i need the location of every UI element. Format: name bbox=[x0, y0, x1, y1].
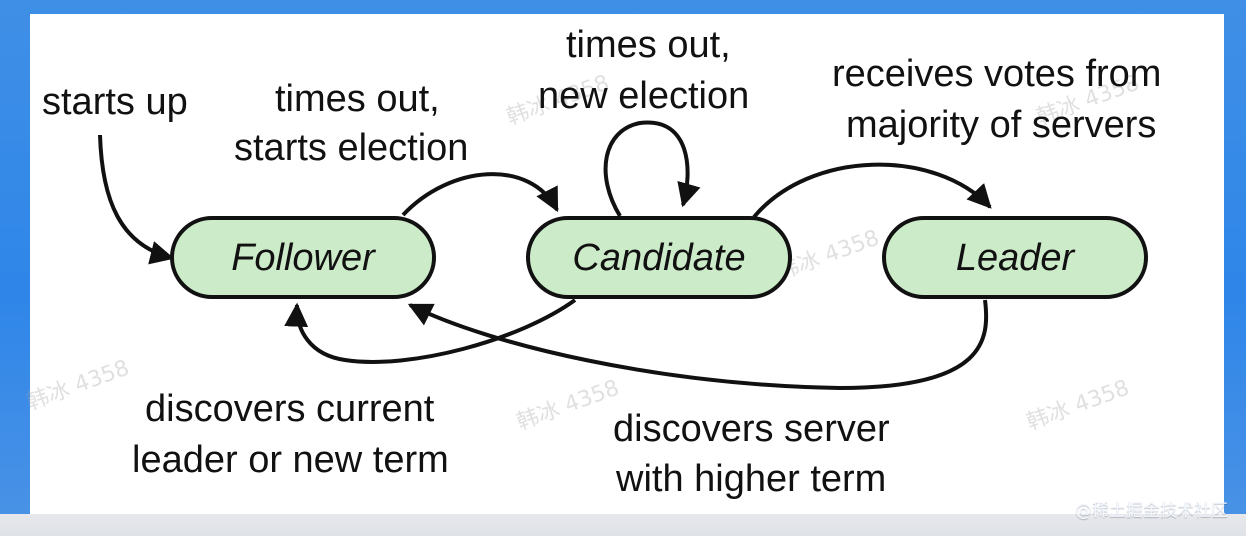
follower-label: Follower bbox=[231, 237, 376, 279]
leader-node bbox=[882, 216, 1148, 299]
candidate-label: Candidate bbox=[572, 237, 745, 279]
watermark-text: 韩冰 4358 bbox=[514, 376, 623, 436]
source-watermark: @稀土掘金技术社区 bbox=[1075, 501, 1228, 521]
receives-votes-line-2: majority of servers bbox=[846, 104, 1156, 146]
times-out-starts-election-line-1: times out, bbox=[275, 78, 440, 120]
candidate-node bbox=[526, 216, 792, 299]
discovers-server-line-1: discovers server bbox=[613, 408, 890, 450]
starts-up-arrow bbox=[98, 134, 175, 265]
leader-to-follower-arrow bbox=[407, 299, 989, 391]
candidate-to-follower-arrow bbox=[284, 298, 577, 364]
receives-votes-line-1: receives votes from bbox=[832, 53, 1161, 95]
starts-up-label: starts up bbox=[42, 81, 188, 123]
candidate-to-leader-arrow bbox=[752, 162, 992, 219]
bottom-strip bbox=[0, 514, 1246, 536]
follower-node bbox=[170, 216, 436, 299]
discovers-current-line-2: leader or new term bbox=[132, 439, 449, 481]
leader-label: Leader bbox=[956, 237, 1076, 279]
times-out-starts-election-line-2: starts election bbox=[234, 127, 468, 169]
candidate-self-loop-arrow bbox=[603, 120, 701, 218]
follower-to-candidate-arrow bbox=[401, 172, 559, 217]
discovers-current-line-1: discovers current bbox=[145, 388, 435, 430]
watermark-text: 韩冰 4358 bbox=[24, 356, 133, 416]
watermark-text: 韩冰 4358 bbox=[1024, 376, 1133, 436]
discovers-server-line-2: with higher term bbox=[615, 458, 886, 500]
times-out-new-election-line-2: new election bbox=[538, 75, 749, 117]
times-out-new-election-line-1: times out, bbox=[566, 24, 731, 66]
